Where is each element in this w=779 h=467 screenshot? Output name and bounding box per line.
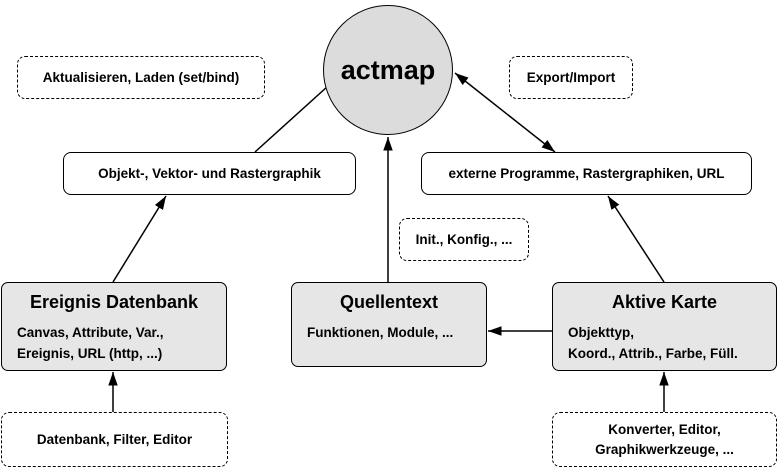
module-aktive-karte: Aktive Karte Objekttyp, Koord., Attrib.,… [552,282,777,371]
module-ereignis-title: Ereignis Datenbank [29,292,199,312]
arrow-ereignis-to-graphics [112,195,167,283]
graphics-box-text: Objekt-, Vektor- und Rastergraphik [98,166,321,181]
arrow-graphics-to-actmap [254,76,339,153]
actmap-label: actmap [340,54,436,85]
module-ereignis-datenbank: Ereignis Datenbank Canvas, Attribute, Va… [1,282,227,371]
module-ereignis-line2: Ereignis, URL (http, ...) [17,346,163,361]
note-export-import-text: Export/Import [526,70,616,85]
module-aktive-title: Aktive Karte [611,292,718,312]
note-update-load-text: Aktualisieren, Laden (set/bind) [42,70,240,85]
note-database-tools: Datenbank, Filter, Editor [1,412,228,467]
arrow-actmap-external [454,72,556,153]
module-quellentext-line1: Funktionen, Module, ... [307,325,454,340]
module-quellentext: Quellentext Funktionen, Module, ... [291,282,487,367]
graphics-box: Objekt-, Vektor- und Rastergraphik [63,152,356,195]
note-converter-tools-line2: Graphikwerkzeuge, ... [595,441,734,457]
module-aktive-line1: Objekttyp, [568,325,635,340]
module-ereignis-line1: Canvas, Attribute, Var., [17,325,164,340]
note-init-config-text: Init., Konfig., ... [415,232,513,247]
arrow-aktive-to-external [607,195,665,283]
actmap-node: actmap [323,5,453,135]
note-converter-tools-line1: Konverter, Editor, [608,421,721,437]
note-init-config: Init., Konfig., ... [399,218,529,261]
note-export-import: Export/Import [509,56,633,99]
external-box: externe Programme, Rastergraphiken, URL [421,152,752,195]
module-quellentext-title: Quellentext [339,292,439,312]
external-box-text: externe Programme, Rastergraphiken, URL [448,166,725,181]
note-update-load: Aktualisieren, Laden (set/bind) [17,56,265,99]
note-database-tools-text: Datenbank, Filter, Editor [36,432,193,447]
module-aktive-line2: Koord., Attrib., Farbe, Füll. [568,346,738,361]
note-converter-tools: Konverter, Editor, Graphikwerkzeuge, ... [552,412,777,467]
